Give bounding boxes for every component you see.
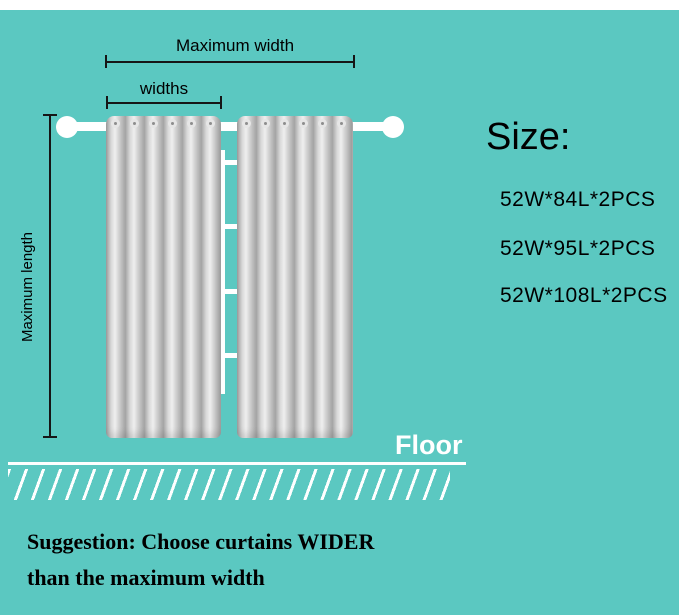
window-crossbar: [221, 289, 243, 294]
grommet-ring: [337, 119, 346, 128]
maximum-length-tick-top: [43, 114, 57, 116]
widths-label: widths: [139, 79, 189, 98]
grommet-ring: [299, 119, 308, 128]
curtain-rod: [66, 122, 392, 131]
size-option-1: 52W*84L*2PCS: [500, 188, 656, 211]
maximum-length-label: Maximum length: [19, 231, 36, 343]
grommet-ring: [130, 119, 139, 128]
maximum-width-line: [106, 61, 355, 63]
floor-label: Floor: [395, 430, 463, 460]
widths-tick-left: [106, 96, 108, 109]
grommet-ring: [206, 119, 215, 128]
maximum-width-tick-right: [353, 55, 355, 68]
grommet-ring: [168, 119, 177, 128]
maximum-length-line: [49, 115, 51, 438]
window-crossbar: [221, 353, 243, 358]
curtain-panel-right: [237, 116, 353, 438]
floor-hatching: [8, 469, 450, 500]
rod-finial-left: [56, 116, 78, 138]
grommet-ring: [149, 119, 158, 128]
grommet-ring: [187, 119, 196, 128]
floor-line: [8, 462, 466, 465]
grommet-ring: [261, 119, 270, 128]
widths-tick-right: [220, 96, 222, 109]
suggestion-line-2: than the maximum width: [27, 564, 265, 590]
size-option-2: 52W*95L*2PCS: [500, 237, 656, 260]
widths-line: [107, 102, 222, 104]
maximum-length-tick-bottom: [43, 436, 57, 438]
size-option-3: 52W*108L*2PCS: [500, 284, 668, 307]
maximum-width-label: Maximum width: [175, 36, 295, 55]
curtain-panel-left: [106, 116, 221, 438]
grommet-ring: [111, 119, 120, 128]
size-title: Size:: [486, 116, 571, 158]
suggestion-line-1: Suggestion: Choose curtains WIDER: [27, 529, 375, 554]
window-crossbar: [221, 160, 243, 165]
suggestion-text: Suggestion: Choose curtains WIDER than t…: [27, 524, 374, 595]
window-crossbar: [221, 224, 243, 229]
maximum-width-tick-left: [105, 55, 107, 68]
grommet-ring: [242, 119, 251, 128]
grommet-ring: [280, 119, 289, 128]
rod-finial-right: [382, 116, 404, 138]
grommet-ring: [318, 119, 327, 128]
